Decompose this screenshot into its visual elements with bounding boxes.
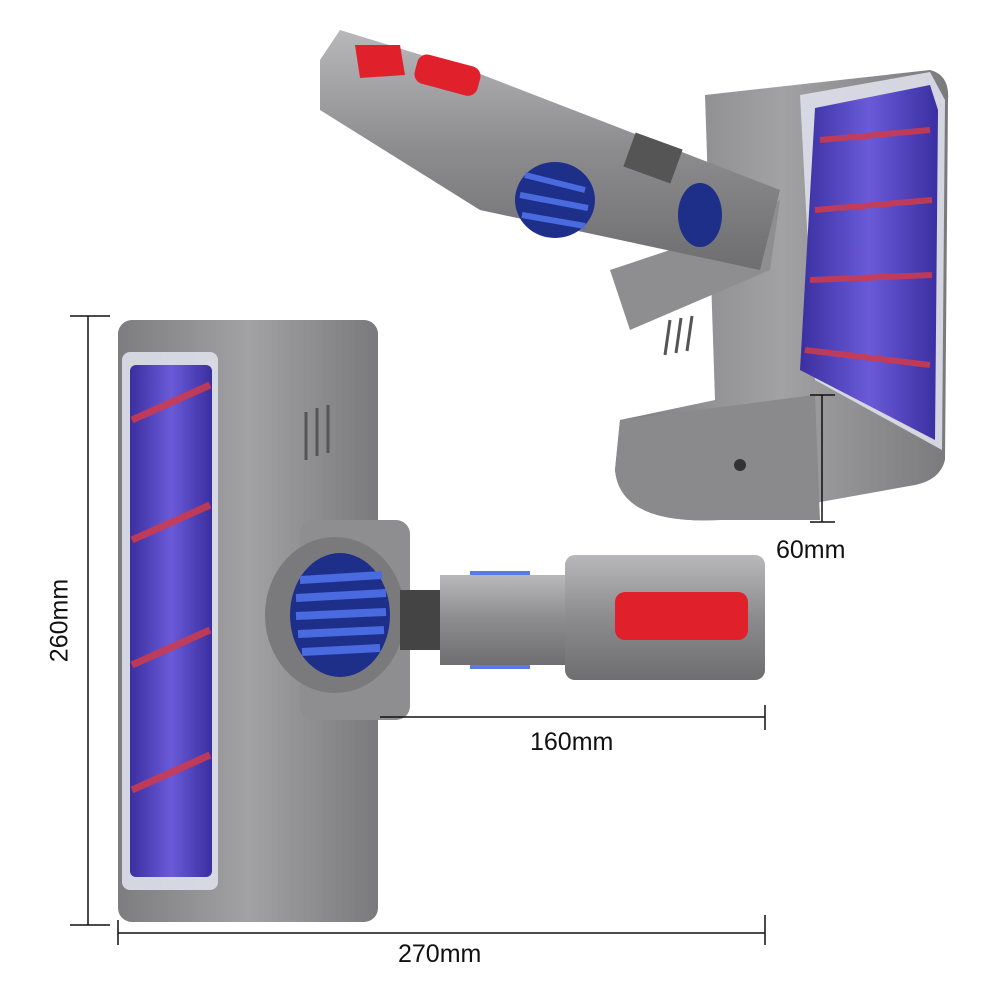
roller-stripes (130, 381, 212, 794)
width-dimension-label: 270mm (398, 940, 482, 968)
height-dimension-label: 260mm (45, 578, 74, 663)
angled-view-head (320, 30, 949, 521)
angled-wand (320, 30, 780, 270)
depth-dimension-label: 60mm (776, 536, 846, 564)
release-button (615, 592, 748, 640)
hose-ribs (295, 571, 387, 656)
dimension-lines (70, 315, 835, 945)
vent-slots (304, 405, 330, 460)
neck-length-dimension-label: 160mm (530, 728, 614, 756)
front-view-head (118, 320, 765, 922)
soft-roller (130, 365, 212, 877)
